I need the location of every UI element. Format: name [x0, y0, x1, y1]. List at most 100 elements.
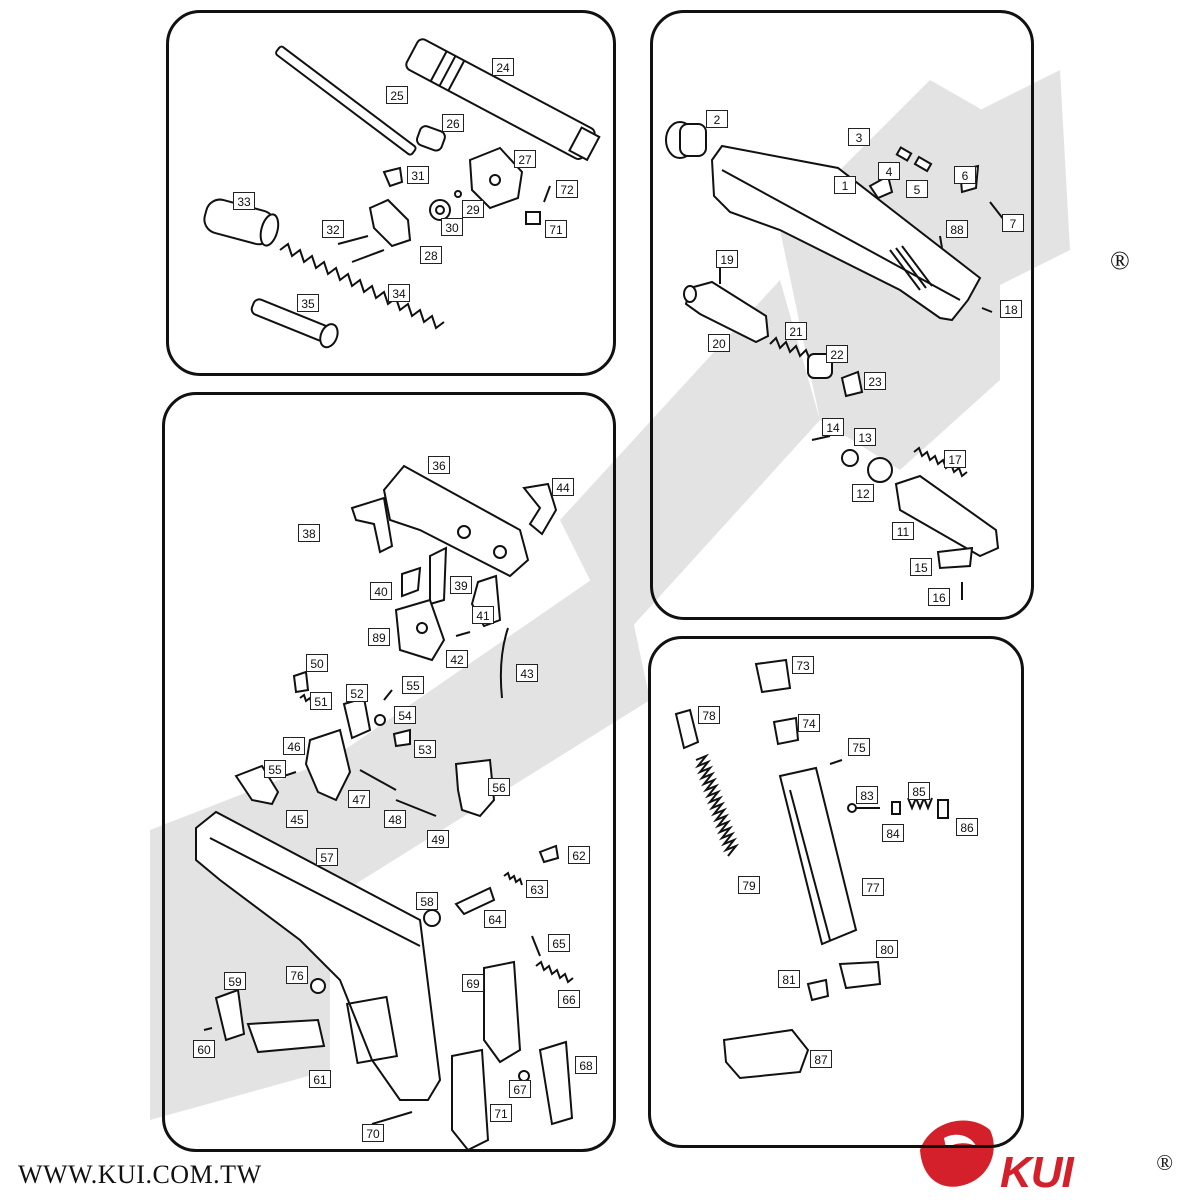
- part-label-19: 19: [716, 250, 738, 268]
- part-label-56: 56: [488, 778, 510, 796]
- part-label-26: 26: [442, 114, 464, 132]
- frame: [195, 810, 442, 1101]
- part-label-62: 62: [568, 846, 590, 864]
- inner-barrel: [275, 45, 417, 156]
- part-label-61: 61: [309, 1070, 331, 1088]
- panel-barrel-group: [166, 10, 616, 376]
- kui-lion-logo-icon: [920, 1120, 994, 1187]
- magazine-group-art: [674, 658, 949, 1080]
- part-label-73: 73: [792, 656, 814, 674]
- slide: [710, 144, 982, 322]
- part-label-14: 14: [822, 418, 844, 436]
- part-label-58: 58: [416, 892, 438, 910]
- part-label-74: 74: [798, 714, 820, 732]
- part-label-63: 63: [526, 880, 548, 898]
- bushing: [415, 125, 446, 152]
- part-label-71: 71: [490, 1104, 512, 1122]
- part-label-42: 42: [446, 650, 468, 668]
- watermark-stroke: [560, 280, 820, 640]
- blowback-unit: [894, 474, 1000, 558]
- part-label-46: 46: [283, 737, 305, 755]
- part-label-27: 27: [514, 150, 536, 168]
- part-label-44: 44: [552, 478, 574, 496]
- panel-magazine-group: [648, 636, 1024, 1148]
- brand-registered-mark: ®: [1156, 1150, 1173, 1175]
- part-label-88: 88: [946, 220, 968, 238]
- part-label-33: 33: [233, 192, 255, 210]
- part-label-36: 36: [428, 456, 450, 474]
- recoil-spring: [279, 242, 445, 330]
- part-label-29: 29: [462, 200, 484, 218]
- watermark-stroke: [330, 560, 650, 900]
- part-label-35: 35: [297, 294, 319, 312]
- part-label-57: 57: [316, 848, 338, 866]
- part-label-22: 22: [826, 345, 848, 363]
- registered-mark: ®: [1110, 246, 1130, 275]
- part-label-80: 80: [876, 940, 898, 958]
- part-label-38: 38: [298, 524, 320, 542]
- part-label-3: 3: [848, 128, 870, 146]
- magazine-follower: [674, 708, 700, 750]
- cylinder-head: [867, 457, 893, 483]
- part-label-59: 59: [224, 972, 246, 990]
- part-label-84: 84: [882, 824, 904, 842]
- part-label-11: 11: [892, 522, 914, 540]
- part-label-69: 69: [462, 974, 484, 992]
- part-label-64: 64: [484, 910, 506, 928]
- slide-group-art: [665, 121, 1005, 600]
- part-label-78: 78: [698, 706, 720, 724]
- part-label-23: 23: [864, 372, 886, 390]
- part-label-53: 53: [414, 740, 436, 758]
- website-url[interactable]: WWW.KUI.COM.TW: [18, 1160, 262, 1189]
- part-label-34: 34: [388, 284, 410, 302]
- part-label-87: 87: [810, 1050, 832, 1068]
- part-label-39: 39: [450, 576, 472, 594]
- part-label-72: 72: [556, 180, 578, 198]
- part-label-83: 83: [856, 786, 878, 804]
- magazine-bumper: [722, 1028, 810, 1080]
- part-label-65: 65: [548, 934, 570, 952]
- part-label-52: 52: [346, 684, 368, 702]
- part-label-20: 20: [708, 334, 730, 352]
- part-label-68: 68: [575, 1056, 597, 1074]
- part-label-6: 6: [954, 166, 976, 184]
- hop-lever: [368, 198, 412, 248]
- part-label-47: 47: [348, 790, 370, 808]
- part-label-81: 81: [778, 970, 800, 988]
- part-label-43: 43: [516, 664, 538, 682]
- part-label-55: 55: [264, 760, 286, 778]
- part-label-51: 51: [310, 692, 332, 710]
- part-label-32: 32: [322, 220, 344, 238]
- part-label-75: 75: [848, 738, 870, 756]
- part-label-71: 71: [545, 220, 567, 238]
- part-label-55: 55: [402, 676, 424, 694]
- part-label-17: 17: [944, 450, 966, 468]
- part-label-2: 2: [706, 110, 728, 128]
- part-label-41: 41: [472, 606, 494, 624]
- part-label-21: 21: [785, 322, 807, 340]
- part-label-4: 4: [878, 162, 900, 180]
- part-label-66: 66: [558, 990, 580, 1008]
- part-label-31: 31: [407, 166, 429, 184]
- part-label-1: 1: [834, 176, 856, 194]
- part-label-49: 49: [427, 830, 449, 848]
- loading-nozzle: [684, 280, 770, 344]
- part-label-18: 18: [1000, 300, 1022, 318]
- part-label-54: 54: [394, 706, 416, 724]
- part-label-40: 40: [370, 582, 392, 600]
- part-label-79: 79: [738, 876, 760, 894]
- part-label-7: 7: [1002, 214, 1024, 232]
- part-label-30: 30: [441, 218, 463, 236]
- hop-clip: [382, 166, 404, 188]
- magazine-body: [778, 766, 858, 946]
- part-label-5: 5: [906, 180, 928, 198]
- part-label-50: 50: [306, 654, 328, 672]
- barrel-group-art: [203, 38, 601, 349]
- grip-panel-left: [451, 1048, 490, 1152]
- part-label-85: 85: [908, 782, 930, 800]
- part-label-86: 86: [956, 818, 978, 836]
- part-label-70: 70: [362, 1124, 384, 1142]
- part-label-89: 89: [368, 628, 390, 646]
- part-label-76: 76: [286, 966, 308, 984]
